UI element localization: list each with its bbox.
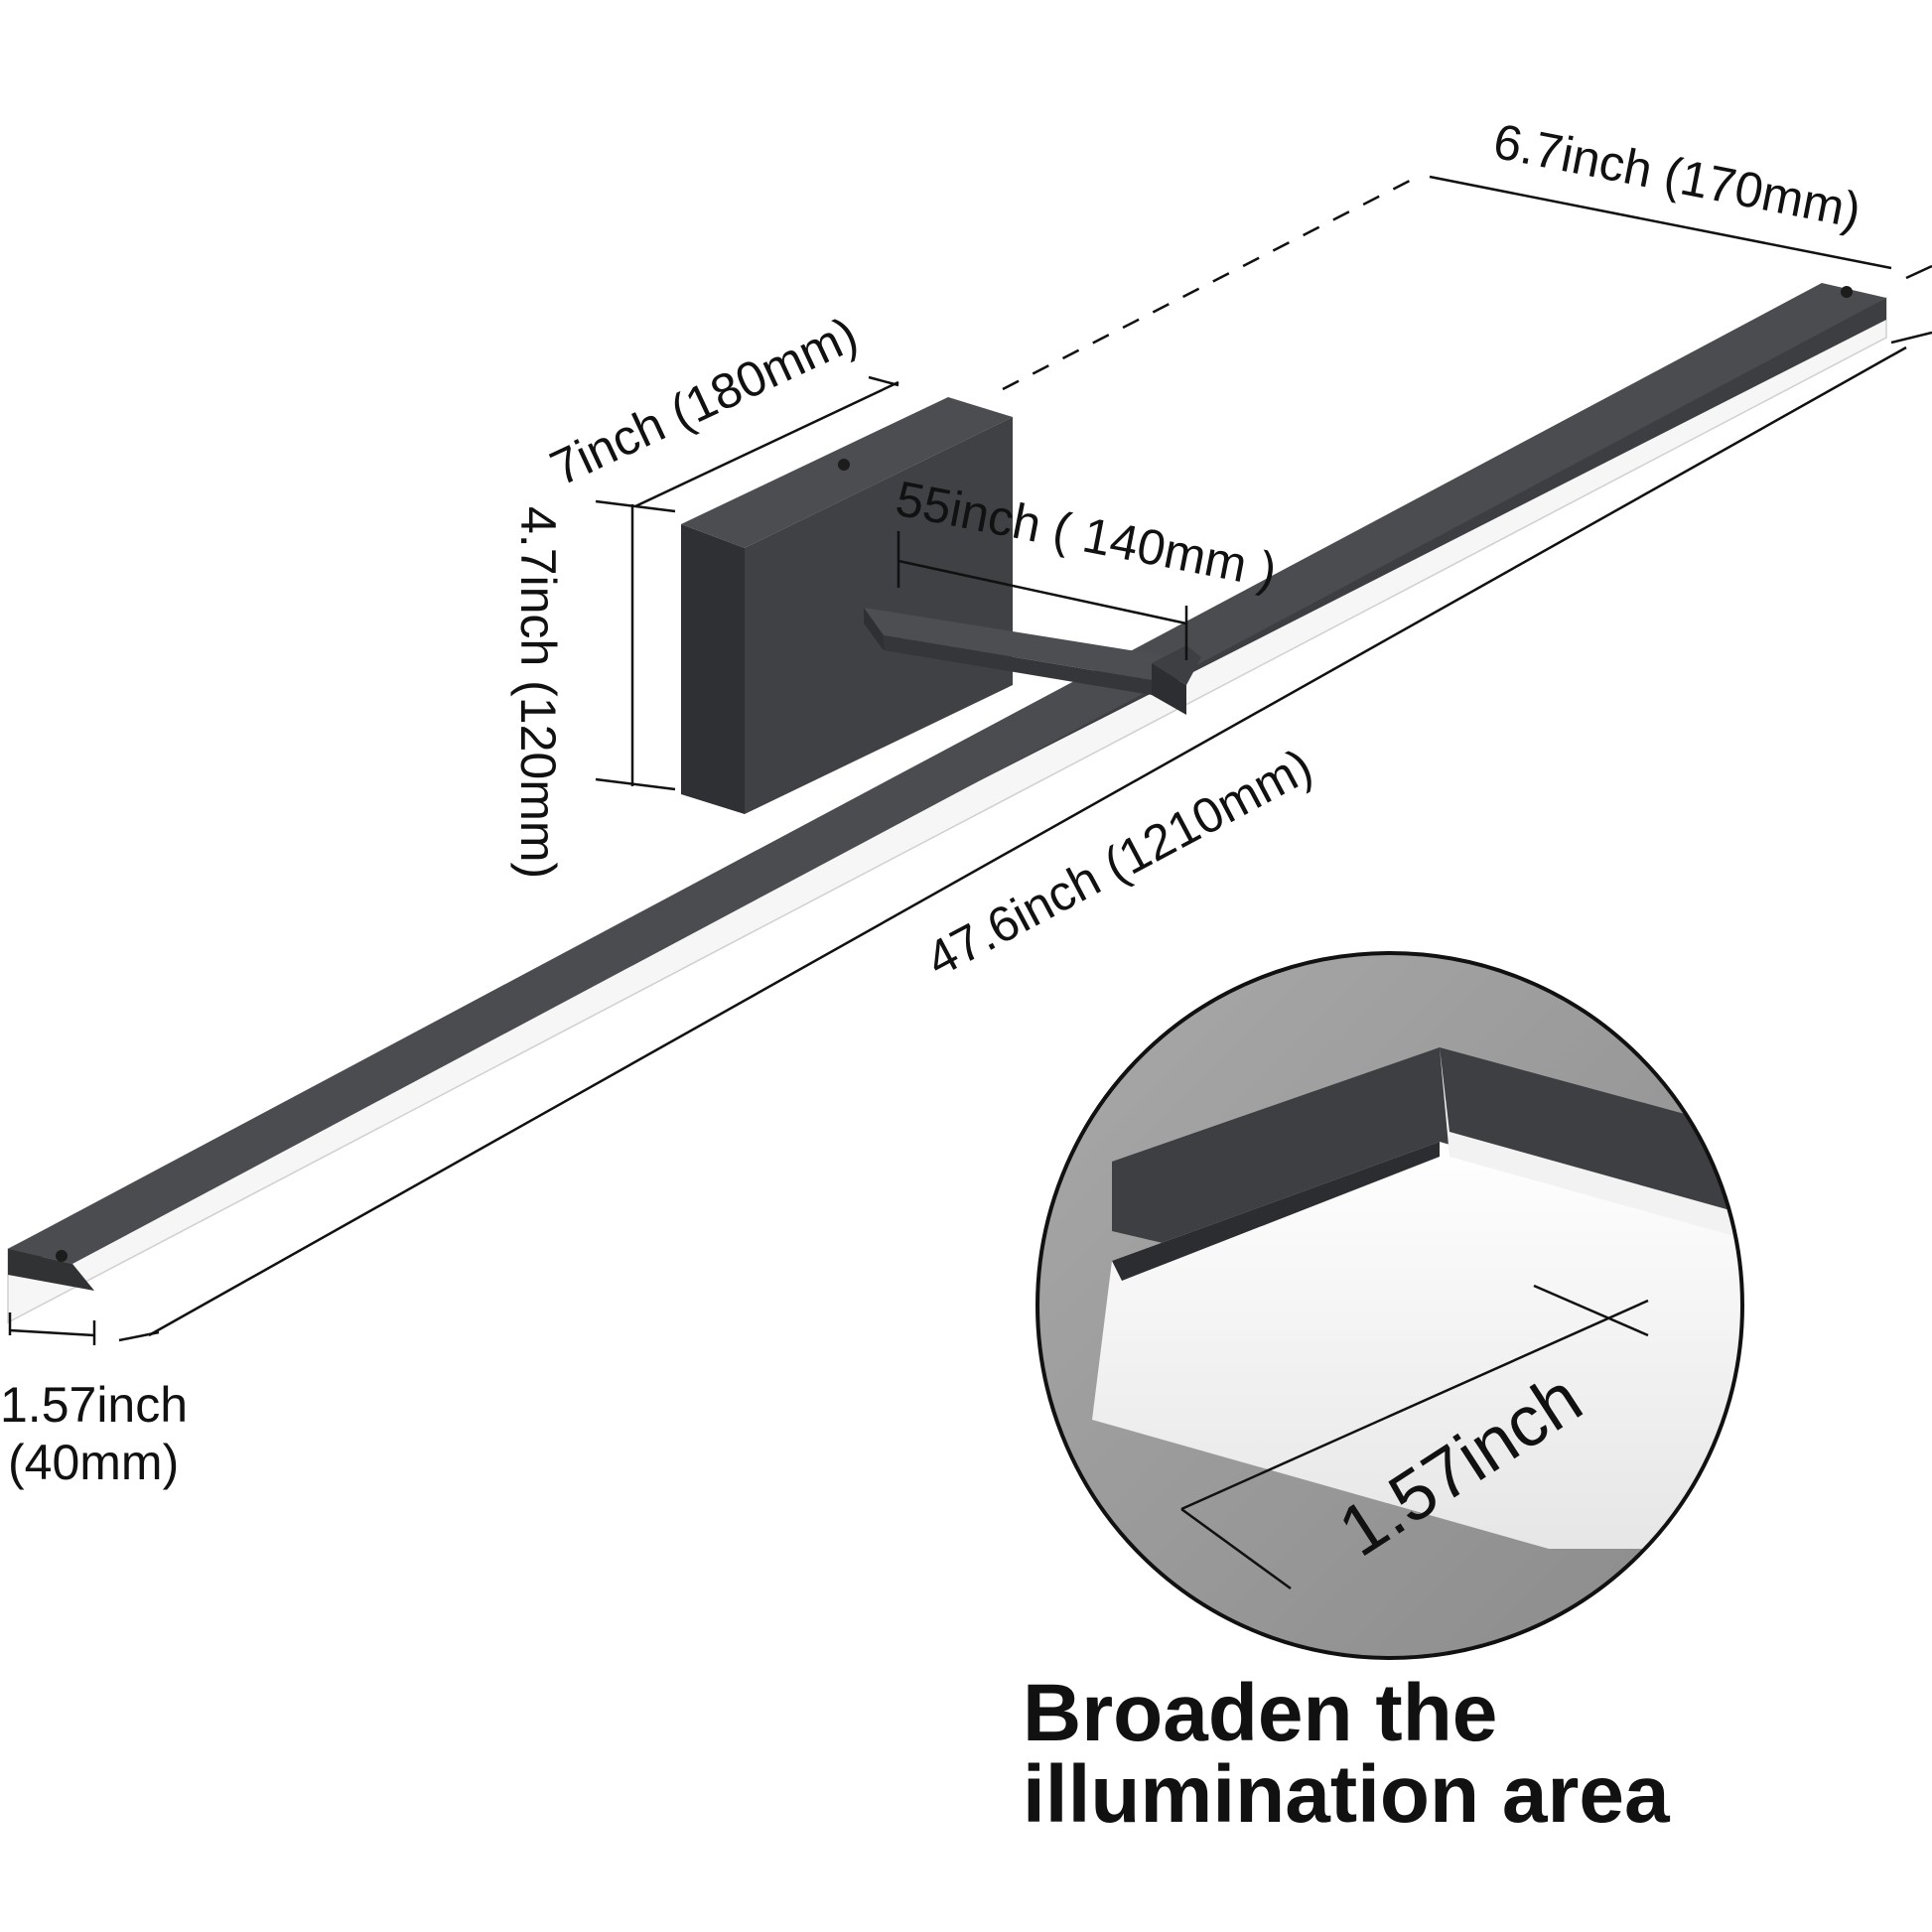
zoom-circle-outline (1035, 951, 1744, 1660)
screw-icon (56, 1250, 68, 1262)
zoom-detail: 1.57inch (1035, 951, 1744, 1660)
label-bar-depth-line1: 1.57inch (0, 1377, 188, 1433)
label-plate-height: 4.7inch (120mm) (510, 506, 566, 879)
support-arm (864, 608, 1201, 715)
label-bar-depth-line2: (40mm) (8, 1435, 179, 1490)
light-bar (7, 283, 1887, 1324)
headline-line1: Broaden the (1023, 1668, 1498, 1758)
headline: Broaden the illumination area (1023, 1673, 1670, 1836)
label-width-top: 6.7inch (170mm) (1489, 113, 1865, 239)
screw-icon (838, 459, 850, 471)
dimension-lines (8, 175, 1932, 1345)
screw-icon (1841, 286, 1853, 298)
headline-line2: illumination area (1023, 1749, 1670, 1840)
